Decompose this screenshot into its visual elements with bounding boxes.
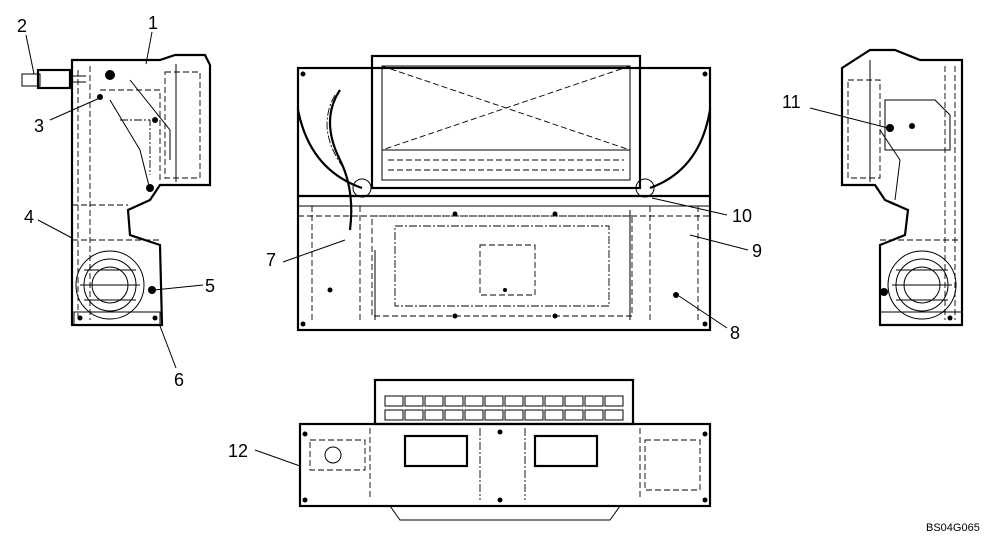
callout-5: 5	[205, 276, 215, 296]
leader-6	[159, 325, 177, 369]
vent-grille	[384, 395, 624, 421]
callout-12: 12	[228, 441, 248, 461]
leader-2	[25, 34, 35, 75]
leader-12	[254, 449, 301, 467]
leader-lines	[25, 31, 889, 467]
center-front-view	[296, 54, 712, 332]
callout-6: 6	[174, 370, 184, 390]
bottom-view	[298, 378, 712, 521]
callout-3: 3	[34, 116, 44, 136]
left-side-view	[21, 53, 212, 327]
figure-code: BS04G065	[926, 522, 980, 534]
callout-2: 2	[17, 16, 27, 36]
callout-4: 4	[24, 207, 34, 227]
callout-10: 10	[732, 206, 752, 226]
leader-10	[651, 197, 728, 216]
callout-1: 1	[148, 13, 158, 33]
callout-labels: 1 2 3 4 5 6 7 8 9 10 11 12	[17, 13, 801, 461]
callout-7: 7	[266, 250, 276, 270]
leader-9	[689, 234, 749, 251]
callout-8: 8	[730, 323, 740, 343]
leader-3	[49, 96, 103, 121]
leader-7	[282, 239, 346, 263]
leader-8	[678, 295, 728, 329]
callout-9: 9	[752, 241, 762, 261]
callout-11: 11	[782, 92, 801, 112]
leader-5	[153, 284, 204, 291]
leader-4	[37, 219, 73, 239]
right-side-view	[840, 48, 964, 327]
leader-1	[145, 31, 153, 65]
leader-11	[809, 107, 889, 129]
